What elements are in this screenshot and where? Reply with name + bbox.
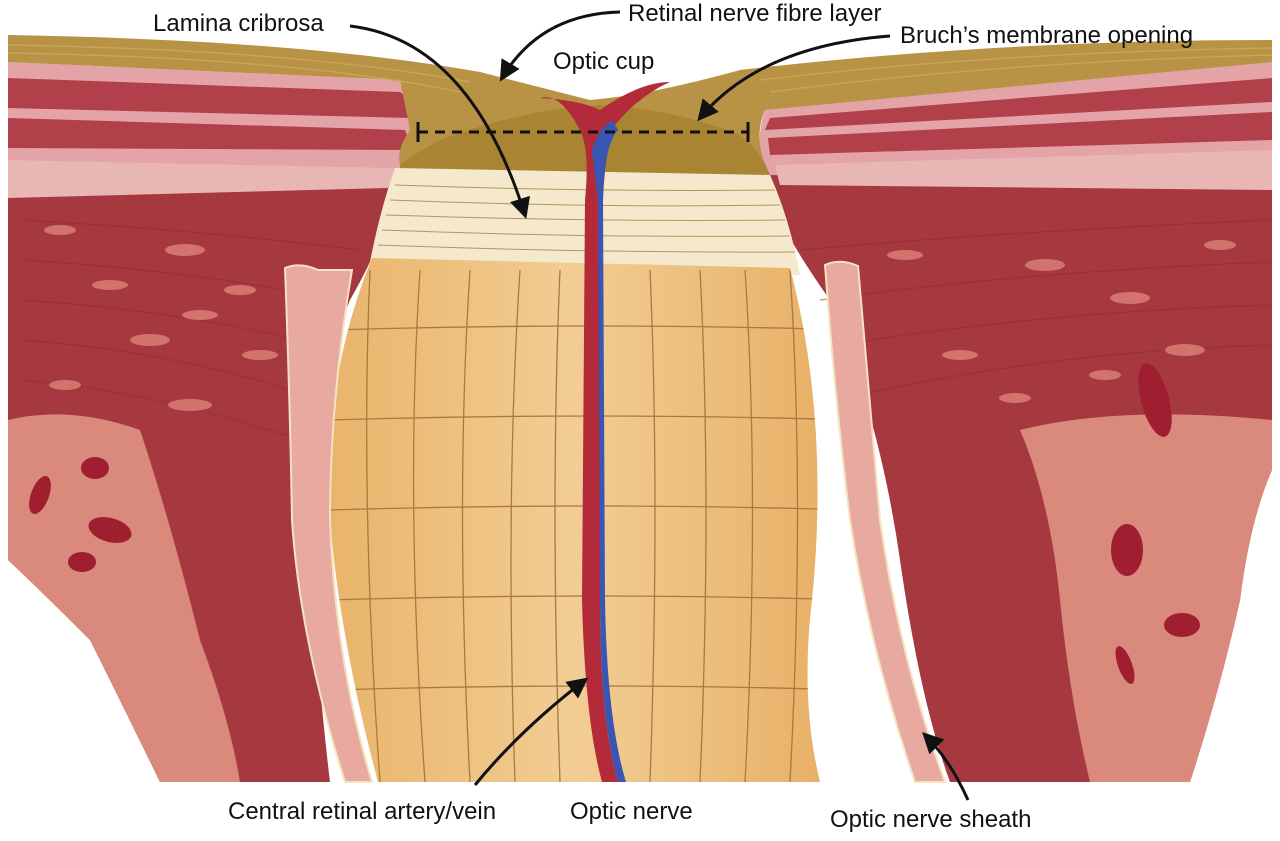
label-bruchs-membrane-opening: Bruch’s membrane opening <box>900 22 1194 49</box>
arrow-lamina-cribrosa <box>349 24 530 220</box>
label-central-retinal-artery-vein: Central retinal artery/vein <box>228 798 497 825</box>
central-retinal-vessels <box>540 82 670 782</box>
pointer-arrows <box>349 10 970 801</box>
arrow-retinal-nerve-fibre-layer <box>499 10 621 82</box>
label-retinal-nerve-fibre-layer: Retinal nerve fibre layer <box>628 0 882 27</box>
label-optic-nerve: Optic nerve <box>570 798 693 825</box>
retina-layers-right <box>759 60 1272 190</box>
retina-layers-left <box>8 62 412 198</box>
optic-nerve-sheath-left <box>283 264 374 783</box>
label-optic-nerve-sheath: Optic nerve sheath <box>830 806 1032 833</box>
retinal-nerve-fibre-layer <box>7 35 1273 190</box>
sclera-right <box>760 150 1272 782</box>
arrow-bruchs-membrane-opening <box>697 34 891 122</box>
label-optic-cup: Optic cup <box>553 48 655 75</box>
label-lamina-cribrosa: Lamina cribrosa <box>153 10 324 37</box>
vessel-cross-sections <box>29 363 1200 684</box>
arrow-central-retinal-vessels <box>473 677 589 786</box>
arrow-optic-nerve-sheath <box>922 732 970 801</box>
tissue-cells <box>44 225 1236 411</box>
